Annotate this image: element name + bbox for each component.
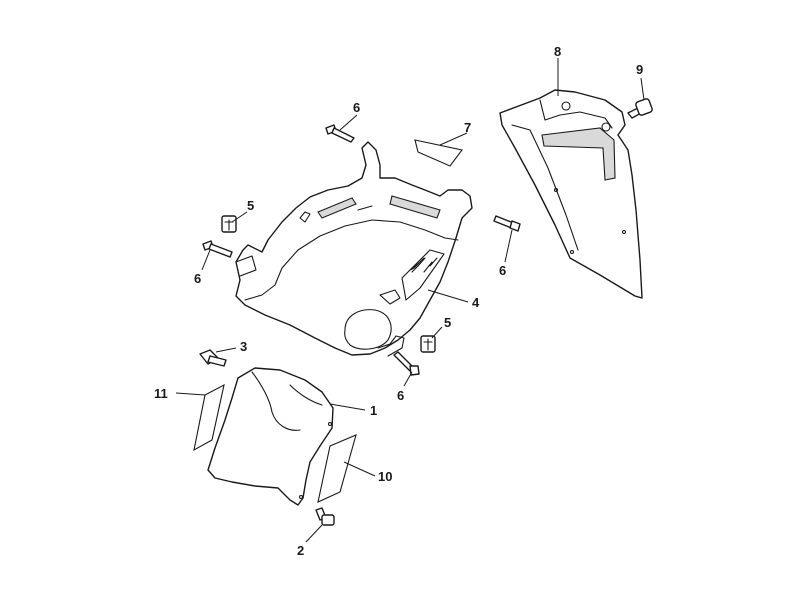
callout-6-left: 6 (194, 271, 201, 286)
callout-7: 7 (464, 120, 471, 135)
belly-pan-part-4 (235, 141, 473, 357)
decal-part-7 (414, 139, 463, 167)
callout-labels: 1 2 3 4 5 5 6 6 6 6 7 8 9 10 11 (154, 44, 643, 558)
callout-5-right: 5 (444, 315, 451, 330)
bolt-part-9 (627, 98, 653, 119)
screw-part-6-bottom (393, 351, 420, 376)
clip-nut-part-5-right (420, 335, 436, 353)
side-panel-part-8 (499, 89, 643, 299)
screw-part-6-right (493, 215, 521, 232)
leader-lines (175, 58, 645, 543)
screw-part-3 (199, 349, 227, 367)
callout-8: 8 (554, 44, 561, 59)
callout-11: 11 (154, 386, 168, 401)
callout-9: 9 (636, 62, 643, 77)
decal-part-10 (317, 434, 357, 503)
clip-nut-part-5-left (221, 215, 237, 233)
callout-6-right: 6 (499, 263, 506, 278)
decal-part-11 (193, 383, 225, 452)
screw-part-6-top (325, 124, 355, 143)
callout-3: 3 (240, 339, 247, 354)
screw-part-2 (315, 507, 335, 526)
callout-5-left: 5 (247, 198, 254, 213)
windshield-part-1 (207, 367, 334, 506)
callout-4: 4 (472, 295, 480, 310)
callout-10: 10 (378, 469, 392, 484)
callout-2: 2 (297, 543, 304, 558)
screw-part-6-left (202, 240, 233, 258)
callout-1: 1 (370, 403, 377, 418)
callout-6-top: 6 (353, 100, 360, 115)
callout-6-bottom: 6 (397, 388, 404, 403)
